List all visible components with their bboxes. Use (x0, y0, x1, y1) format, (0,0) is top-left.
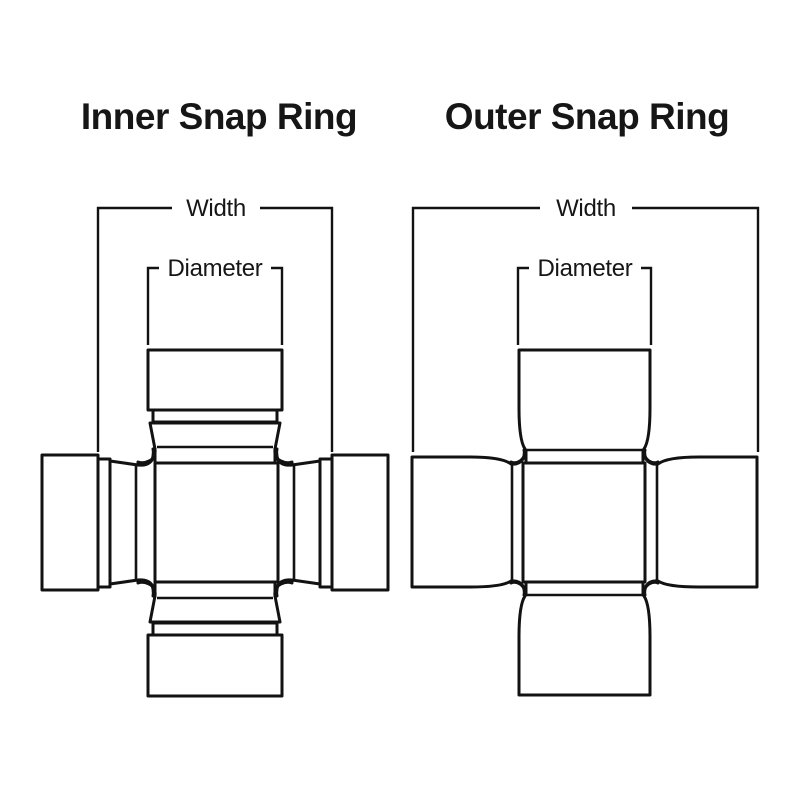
center-body (521, 461, 647, 584)
collar-right (273, 447, 322, 598)
outer-width-label: Width (556, 195, 616, 222)
diameter-dimension-line-right (271, 266, 284, 345)
collar-left (108, 447, 157, 598)
bearing-cap-top (146, 348, 284, 412)
width-dimension-line-left (96, 206, 172, 452)
outer-diameter-label: Diameter (538, 255, 633, 282)
outer-ujoint-drawing (410, 348, 759, 697)
outer-width-dimension: Width (411, 195, 760, 452)
outer-diagram-title: Outer Snap Ring (445, 96, 729, 137)
inner-diameter-dimension: Diameter (146, 255, 284, 345)
snap-ring-band-left (96, 457, 112, 589)
snap-ring-band-bottom (151, 621, 279, 637)
inner-width-label: Width (186, 195, 246, 222)
diameter-dimension-line-right (641, 266, 653, 345)
inner-width-dimension: Width (96, 195, 334, 452)
bearing-cap-left (40, 453, 100, 592)
inner-diagram-title: Inner Snap Ring (81, 96, 357, 137)
bearing-cup-bottom (509, 579, 660, 697)
snap-ring-band-right (318, 457, 334, 589)
bearing-cup-right (641, 448, 759, 597)
diameter-dimension-line-left (516, 266, 529, 345)
outer-snap-ring-diagram: Outer Snap Ring Width Diameter (410, 96, 760, 697)
snap-ring-band-top (151, 408, 279, 424)
collar-bottom (136, 579, 294, 624)
bearing-cap-bottom (146, 633, 284, 698)
bearing-cup-left (410, 448, 528, 597)
center-body (153, 461, 280, 584)
collar-top (136, 421, 294, 466)
diameter-dimension-line-left (146, 266, 159, 345)
outer-diameter-dimension: Diameter (516, 255, 653, 345)
inner-snap-ring-diagram: Inner Snap Ring Width Diameter (40, 96, 390, 698)
width-dimension-line-left (411, 206, 540, 452)
width-dimension-line-right (632, 206, 760, 452)
bearing-cup-top (509, 348, 660, 466)
inner-diameter-label: Diameter (168, 255, 263, 282)
bearing-cap-right (330, 453, 390, 592)
width-dimension-line-right (260, 206, 334, 452)
inner-ujoint-drawing (40, 348, 390, 698)
